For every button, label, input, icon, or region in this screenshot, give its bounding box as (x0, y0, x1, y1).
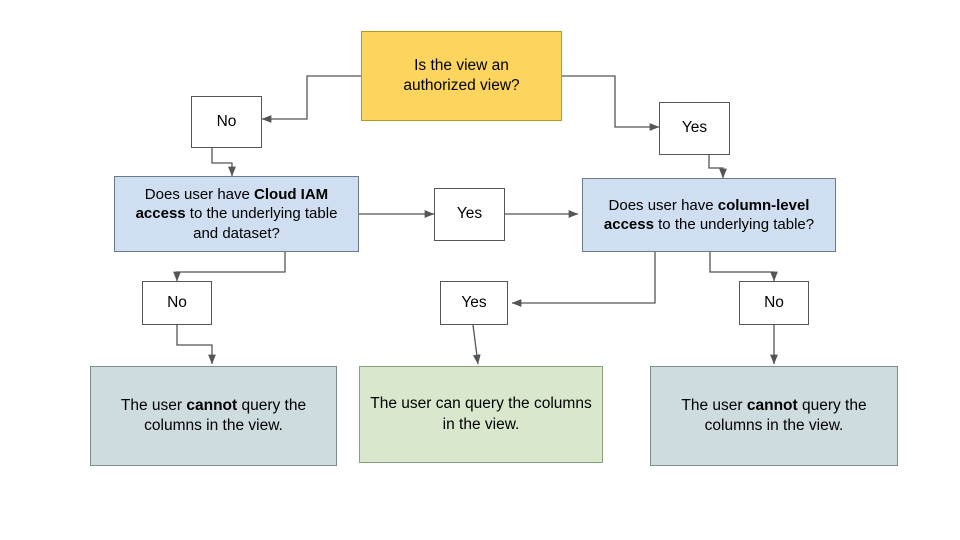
edge-start-to-yes-top (562, 75, 660, 131)
node-cloud-iam-access[interactable]: Does user have Cloud IAM access to the u… (114, 176, 359, 252)
node-cloud-iam-access-text: Does user have Cloud IAM access to the u… (135, 185, 338, 242)
node-result-cannot-query-left[interactable]: The user cannot query the columns in the… (90, 366, 337, 466)
node-answer-no-left[interactable]: No (142, 281, 212, 325)
edge-column-to-yes-bottom (511, 252, 656, 307)
node-answer-yes-bottom-label: Yes (461, 293, 487, 311)
node-result-can-query[interactable]: The user can query the columns in the vi… (359, 366, 603, 463)
node-result-cannot-query-left-text: The user cannot query the columns in the… (120, 396, 307, 434)
node-answer-yes-bottom[interactable]: Yes (440, 281, 508, 325)
node-answer-no-top-label: No (216, 112, 237, 130)
edge-no-left-to-result-left (176, 325, 216, 365)
node-answer-no-right-label: No (764, 293, 784, 311)
node-answer-yes-mid-label: Yes (456, 205, 483, 223)
node-answer-yes-top-label: Yes (681, 119, 708, 137)
edge-column-to-no-right (709, 252, 778, 282)
edge-yes-top-to-column (708, 155, 727, 179)
node-answer-yes-top[interactable]: Yes (659, 102, 730, 155)
node-result-can-query-text: The user can query the columns in the vi… (370, 395, 592, 433)
edge-iam-to-no-left (173, 252, 286, 282)
edge-yes-bottom-to-result-middle (472, 324, 481, 365)
node-answer-no-top[interactable]: No (191, 96, 262, 148)
node-answer-yes-mid[interactable]: Yes (434, 188, 505, 241)
edge-no-top-to-iam (211, 148, 236, 177)
node-result-cannot-query-right-text: The user cannot query the columns in the… (681, 396, 867, 434)
node-is-authorized-view[interactable]: Is the view an authorized view? (361, 31, 562, 121)
node-column-level-access-text: Does user have column-level access to th… (603, 196, 815, 234)
node-column-level-access[interactable]: Does user have column-level access to th… (582, 178, 836, 252)
node-answer-no-left-label: No (167, 293, 187, 311)
node-is-authorized-view-text: Is the view an authorized view? (403, 56, 520, 94)
edge-start-to-no-top (261, 75, 361, 123)
node-result-cannot-query-right[interactable]: The user cannot query the columns in the… (650, 366, 898, 466)
node-answer-no-right[interactable]: No (739, 281, 809, 325)
